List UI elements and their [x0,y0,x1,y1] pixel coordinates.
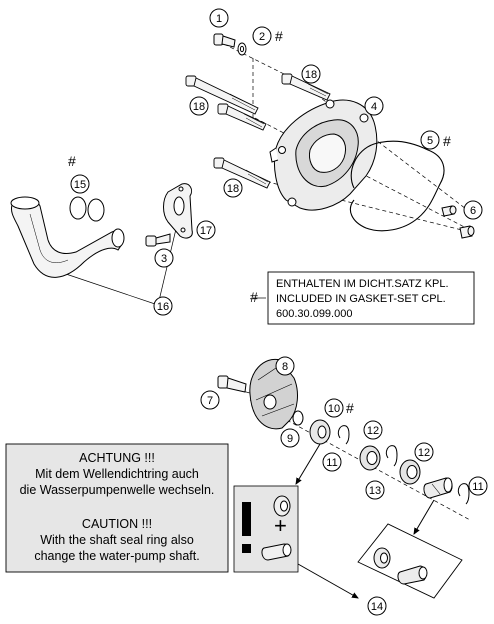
warning-en-title: CAUTION !!! [82,517,152,531]
svg-text:18: 18 [193,101,205,113]
svg-text:12: 12 [367,425,379,437]
water-pump-shaft [423,477,453,499]
circlip-c [457,483,470,505]
arrow-seal-to-warning [295,443,321,485]
plus-icon: + [274,513,287,538]
impeller [249,358,298,430]
gasket-note-hash: # [250,289,258,305]
water-pump-cover [269,99,378,211]
callout-15: 15 [70,174,90,194]
callout-1: 1 [209,8,229,28]
svg-text:12: 12 [418,447,430,459]
svg-text:1: 1 [216,13,222,25]
arrow-shaft-to-kit [413,499,435,535]
callout-12a: 12 [363,420,383,440]
cover-gasket [349,140,445,232]
callout-13: 13 [365,480,385,500]
svg-text:6: 6 [470,205,476,217]
gasket-note-line1: ENTHALTEN IM DICHT.SATZ KPL. [276,278,449,290]
callout-11a: 11 [322,452,342,472]
long-bolts [185,73,331,189]
svg-text:3: 3 [161,253,167,265]
svg-text:11: 11 [326,457,337,469]
warning-de-line1: Mit dem Wellendichtring auch [35,467,199,481]
bearing-b [399,459,421,485]
warning-de-line2: die Wasserpumpenwelle wechseln. [20,483,215,497]
svg-text:16: 16 [157,301,169,313]
callout-18c: 18 [223,178,243,198]
hash-mark-2: # [275,28,283,44]
svg-text:11: 11 [472,481,483,493]
callout-11c: 11 [468,476,488,496]
callout-18a: 18 [301,64,321,84]
callout-12b: 12 [414,442,434,462]
callout-10: 10 [324,398,344,418]
svg-text:13: 13 [369,485,381,497]
gasket-note-line3: 600.30.099.000 [276,308,352,320]
washer-9 [292,410,304,426]
svg-text:18: 18 [227,183,239,195]
exclamation-icon [242,502,251,536]
callout-2: 2 [252,26,272,46]
pump-plugs [441,205,475,239]
hash-mark-10: # [346,400,354,416]
bolt-top [213,33,247,56]
svg-text:14: 14 [371,601,383,613]
svg-text:9: 9 [287,433,293,445]
callout-3: 3 [154,248,174,268]
circlip-13 [385,445,398,467]
warning-en-line2: change the water-pump shaft. [34,549,199,563]
callout-17: 17 [196,220,216,240]
bearing-a [359,445,381,471]
callout-8: 8 [275,356,295,376]
svg-text:5: 5 [427,135,433,147]
gasket-note-line2: INCLUDED IN GASKET-SET CPL. [276,293,446,305]
bolt-short [145,233,171,247]
warning-en-line1: With the shaft seal ring also [40,533,194,547]
callout-5: 5 [420,130,440,150]
callout-14: 14 [367,596,387,616]
warning-box [5,443,229,573]
callout-18b: 18 [189,96,209,116]
svg-text:8: 8 [282,361,288,373]
svg-text:10: 10 [328,403,340,415]
svg-text:7: 7 [207,395,213,407]
circlip-a [337,425,350,445]
warning-de-title: ACHTUNG !!! [79,451,155,465]
svg-text:18: 18 [305,69,317,81]
arrow-warning-to-kit [297,563,359,599]
callout-7: 7 [200,390,220,410]
impeller-bolt [217,375,247,393]
svg-text:17: 17 [200,225,212,237]
svg-text:2: 2 [259,31,265,43]
svg-text:15: 15 [74,179,86,191]
svg-text:4: 4 [371,101,377,113]
gasket-note-box [267,271,475,325]
callout-6: 6 [463,200,483,220]
coolant-hose [10,196,125,278]
hash-mark-15: # [68,153,76,169]
warning-icon-panel: + [233,485,299,573]
repair-kit-box [357,523,463,599]
callout-16: 16 [153,296,173,316]
hose-gasket [163,183,193,239]
callout-4: 4 [364,96,384,116]
callout-9: 9 [280,428,300,448]
hash-mark-5: # [443,133,451,149]
callout-labels: 1 2 18 18 4 5 15 18 6 17 3 16 8 7 10 9 1… [70,8,488,616]
shaft-seal-ring [309,419,331,445]
o-rings [69,196,105,222]
